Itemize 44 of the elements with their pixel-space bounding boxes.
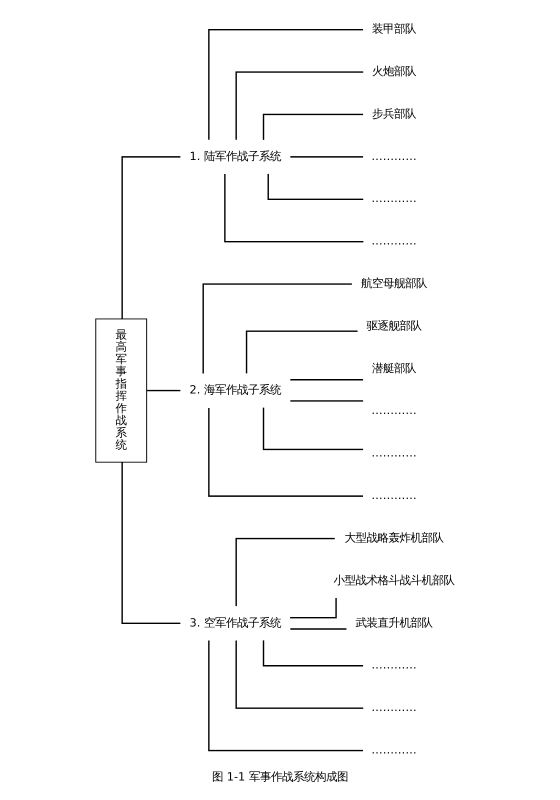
connector (202, 283, 352, 374)
node-text: 步兵部队 (372, 107, 416, 120)
node-text: ………… (371, 658, 417, 672)
connector (246, 330, 358, 374)
node-text: 装甲部队 (372, 22, 416, 36)
connector (235, 71, 364, 140)
node-text: 1. 陆军作战子系统 (190, 150, 281, 163)
connector (268, 174, 364, 200)
node-text: ………… (371, 404, 417, 418)
connector (290, 156, 364, 158)
connector (262, 640, 364, 666)
node-text: 2. 海军作战子系统 (190, 384, 281, 396)
node-text: 驱逐舰部队 (366, 319, 422, 332)
connector (290, 628, 346, 630)
connector (208, 28, 364, 140)
connector (262, 114, 364, 140)
connector (290, 379, 364, 380)
node-text: 潜艇部队 (372, 362, 416, 375)
node-text: 航空母舰部队 (361, 277, 428, 290)
connector (290, 598, 337, 618)
node-box: 最高军事指挥作战系统 (95, 318, 148, 463)
node-text: ………… (371, 743, 417, 756)
node-text: ………… (371, 446, 417, 460)
connector (208, 640, 364, 752)
connector (235, 538, 335, 606)
connector (262, 408, 364, 450)
connector (121, 462, 180, 624)
connector (146, 390, 180, 392)
node-text: 武装直升机部队 (356, 616, 433, 630)
connector (121, 156, 180, 319)
node-text: 大型战略轰炸机部队 (344, 531, 444, 544)
node-text: ………… (371, 150, 417, 163)
node-text: 火炮部队 (372, 64, 416, 78)
connector (235, 640, 364, 709)
node-text: 小型战术格斗战斗机部队 (334, 574, 455, 587)
node-text: ………… (371, 192, 417, 206)
node-text: ………… (371, 234, 417, 248)
caption: 图 1-1 军事作战系统构成图 (212, 770, 348, 784)
connector (290, 400, 364, 402)
connector (208, 408, 364, 497)
connector (224, 174, 364, 242)
node-text: ………… (371, 701, 417, 714)
node-text: 3. 空军作战子系统 (190, 616, 281, 630)
node-text: ………… (371, 489, 417, 502)
